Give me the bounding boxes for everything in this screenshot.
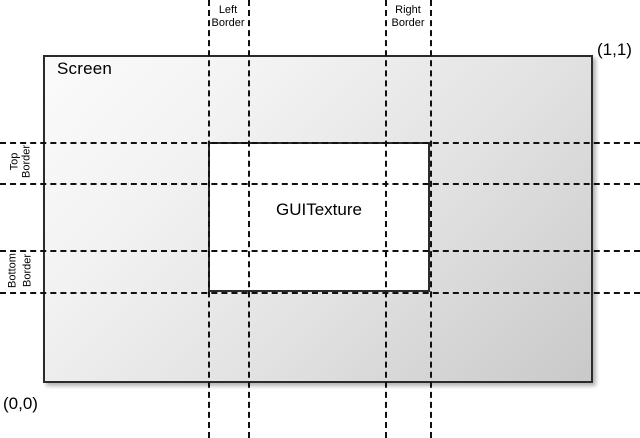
bottom-border-label-secondary: Border bbox=[22, 240, 35, 302]
left-border-label-line2: Border bbox=[211, 17, 245, 29]
guide-line-horizontal-top-inner bbox=[0, 183, 640, 185]
guide-line-vertical-left-outer bbox=[248, 0, 250, 438]
guide-line-vertical-right-inner bbox=[385, 0, 387, 438]
guitexture-label: GUITexture bbox=[276, 200, 362, 219]
top-border-label-line2: Border bbox=[20, 144, 33, 179]
screen-label: Screen bbox=[57, 59, 113, 78]
bottom-border-label: Bottom bbox=[7, 240, 20, 302]
guide-line-horizontal-top-outer bbox=[0, 142, 640, 144]
bottom-border-label-line1: Bottom bbox=[6, 253, 19, 288]
top-border-label-secondary: Border bbox=[21, 132, 34, 192]
guitexture-rectangle bbox=[208, 142, 430, 292]
guide-line-horizontal-bottom-inner bbox=[0, 250, 640, 252]
coordinate-label-bottom-left: (0,0) bbox=[3, 394, 38, 413]
left-border-label-line1: Left bbox=[218, 4, 238, 16]
guide-line-horizontal-bottom-outer bbox=[0, 292, 640, 294]
bottom-border-label-line2: Border bbox=[21, 253, 34, 288]
right-border-label-line1: Right bbox=[395, 4, 421, 16]
guide-line-vertical-left-inner bbox=[208, 0, 210, 438]
left-border-label: Left Border bbox=[200, 4, 256, 30]
right-border-label-line2: Border bbox=[391, 17, 425, 29]
coordinate-label-top-right: (1,1) bbox=[597, 40, 632, 59]
guide-line-vertical-right-outer bbox=[430, 0, 432, 438]
right-border-label: Right Border bbox=[379, 4, 437, 30]
